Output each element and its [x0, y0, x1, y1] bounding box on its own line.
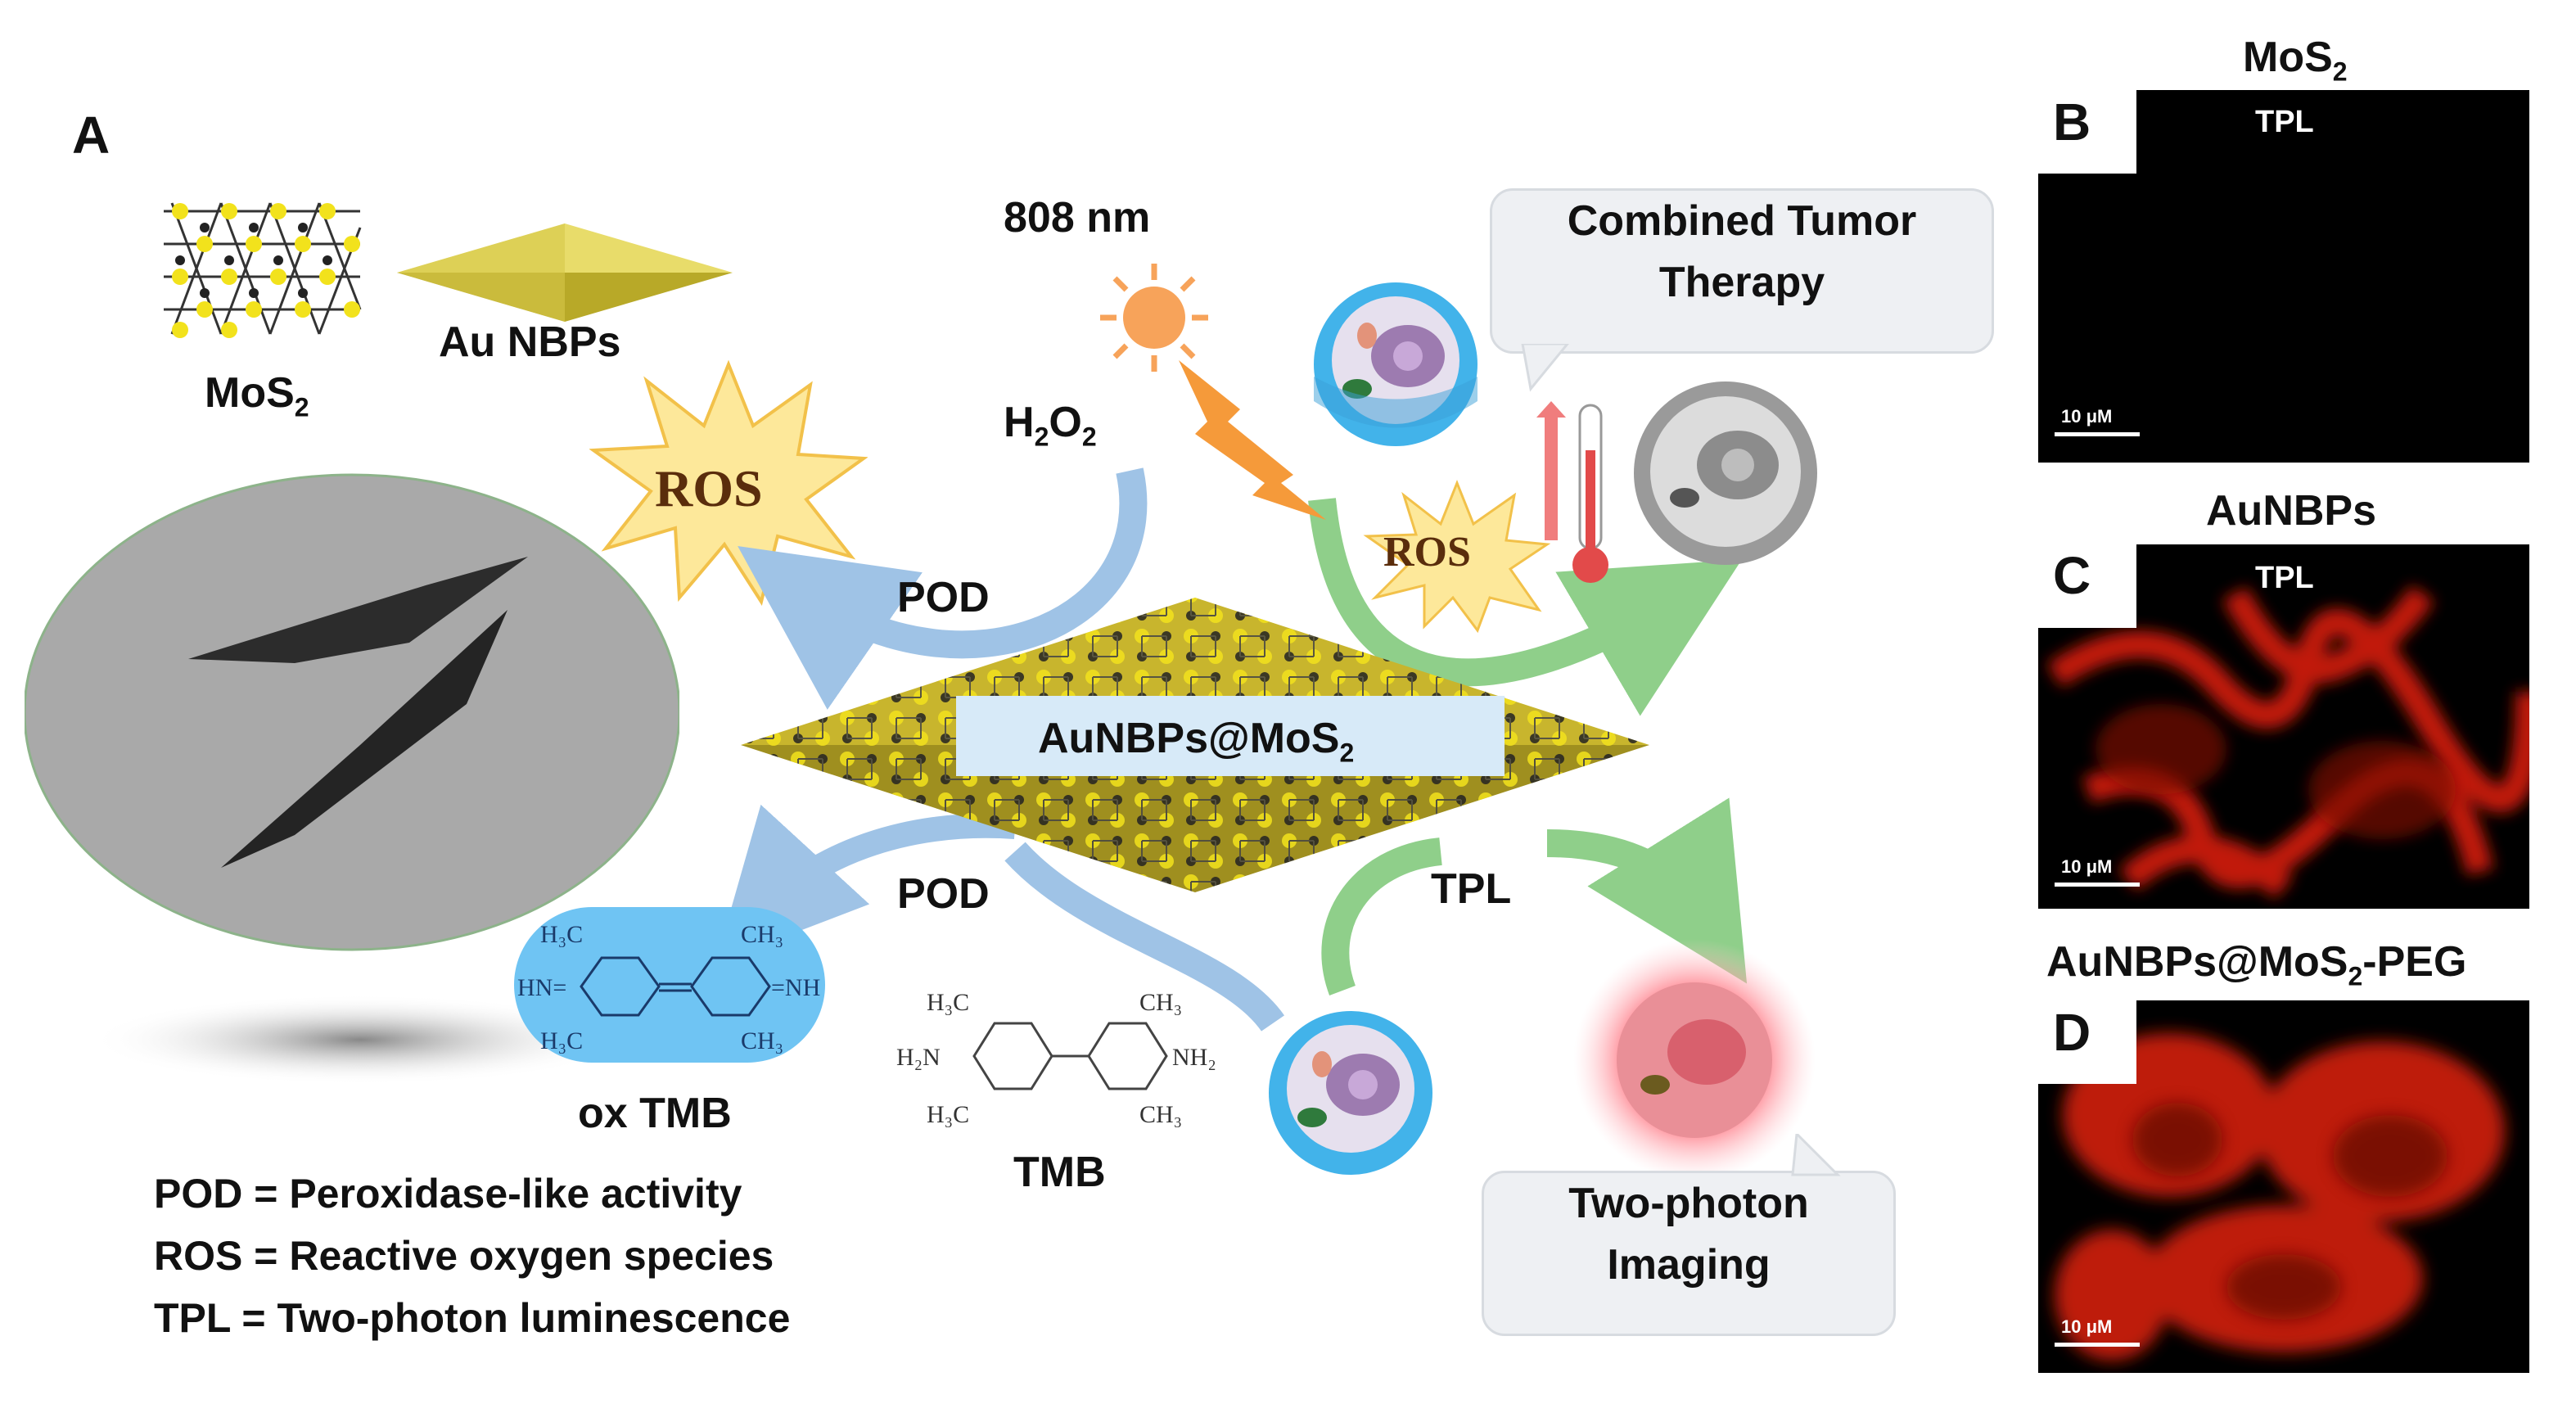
sun-icon	[1100, 264, 1208, 372]
mos2-lattice-icon	[164, 202, 362, 338]
tmb-molecule	[972, 1022, 1168, 1090]
ros-left-label: ROS	[655, 459, 763, 517]
tmb-nh2: NH₂	[1172, 1044, 1216, 1071]
legend-pod: POD = Peroxidase-like activity	[154, 1171, 742, 1217]
ox-tmb-ch3-bottom: CH₃	[741, 1027, 784, 1054]
glowing-cell-icon	[1573, 939, 1816, 1181]
panel-b-tpl-tag: TPL	[2255, 105, 2314, 139]
panel-c-tpl-tag: TPL	[2255, 561, 2314, 595]
panel-d-scale-bar	[2055, 1343, 2140, 1347]
therapy-bubble-tail	[1521, 344, 1569, 392]
imaging-bubble-tail	[1791, 1134, 1841, 1176]
au-nbps-label: Au NBPs	[439, 318, 621, 366]
tmb-ch3-bottom: CH₃	[1139, 1101, 1183, 1128]
tpl-center-label: TPL	[1431, 865, 1512, 913]
thermometer-icon	[1536, 401, 1608, 583]
lightning-icon	[1179, 360, 1326, 520]
imaging-bubble: Two-photon Imaging	[1482, 1171, 1896, 1336]
dead-cell-icon	[1634, 381, 1817, 565]
ox-tmb-ch3-top: CH₃	[741, 921, 784, 948]
tmb-ch3-top: CH₃	[1139, 989, 1183, 1016]
ros-starburst-right	[1363, 479, 1551, 634]
tmb-h2n: H₂N	[896, 1044, 941, 1071]
h2o2-label: H2O2	[1004, 399, 1097, 452]
micrograph-d-fluorescence	[2055, 1033, 2505, 1361]
tmb-h3c-top: H₃C	[927, 989, 970, 1016]
mos2-label: MoS2	[205, 369, 309, 422]
panel-b-letter: B	[2053, 93, 2091, 151]
panel-b-scale-label: 10 μM	[2061, 406, 2113, 427]
abbreviation-legend: POD = Peroxidase-like activity ROS = Rea…	[154, 1162, 790, 1349]
panel-c-scale-label: 10 μM	[2061, 856, 2113, 877]
panel-c-letter-box	[2037, 543, 2136, 628]
ros-right-label: ROS	[1383, 529, 1471, 576]
panel-b-title: MoS2	[2243, 34, 2348, 87]
panel-b-scale-bar	[2055, 432, 2140, 436]
panel-c-scale-bar	[2055, 883, 2140, 887]
cell-icon-bottom	[1269, 1011, 1432, 1175]
center-label: AuNBPs@MoS2	[1038, 715, 1355, 768]
panel-a-letter: A	[72, 106, 111, 165]
tmb-h3c-bottom: H₃C	[927, 1101, 970, 1128]
ox-tmb-hn: HN=	[517, 974, 567, 1001]
legend-tpl: TPL = Two-photon luminescence	[154, 1295, 791, 1341]
cell-icon-top	[1314, 282, 1477, 446]
panel-b-letter-box	[2037, 88, 2136, 174]
panel-d-letter-box	[2037, 999, 2136, 1084]
panel-d-title: AuNBPs@MoS2-PEG	[2046, 938, 2467, 991]
pod-bottom-label: POD	[897, 870, 990, 918]
pod-top-label: POD	[897, 574, 990, 621]
au-nbp-icon	[397, 223, 733, 322]
ox-tmb-label: ox TMB	[578, 1090, 732, 1137]
ox-tmb-h3c-bottom: H₃C	[540, 1027, 584, 1054]
ox-tmb-nh: =NH	[771, 974, 821, 1001]
micrograph-c-fluorescence	[2046, 585, 2529, 899]
legend-ros: ROS = Reactive oxygen species	[154, 1233, 774, 1279]
panel-c-title: AuNBPs	[2206, 487, 2377, 535]
ros-starburst-left	[589, 360, 868, 606]
panel-d-scale-label: 10 μM	[2061, 1316, 2113, 1337]
tem-image	[25, 473, 679, 1085]
panel-d-letter: D	[2053, 1003, 2091, 1062]
center-label-box	[956, 696, 1505, 776]
therapy-bubble: Combined Tumor Therapy	[1490, 188, 1994, 354]
tmb-label: TMB	[1013, 1149, 1106, 1196]
panel-c-letter: C	[2053, 546, 2091, 605]
laser-label: 808 nm	[1004, 194, 1151, 242]
ox-tmb-h3c-top: H₃C	[540, 921, 584, 948]
ox-tmb-molecule	[580, 956, 771, 1017]
